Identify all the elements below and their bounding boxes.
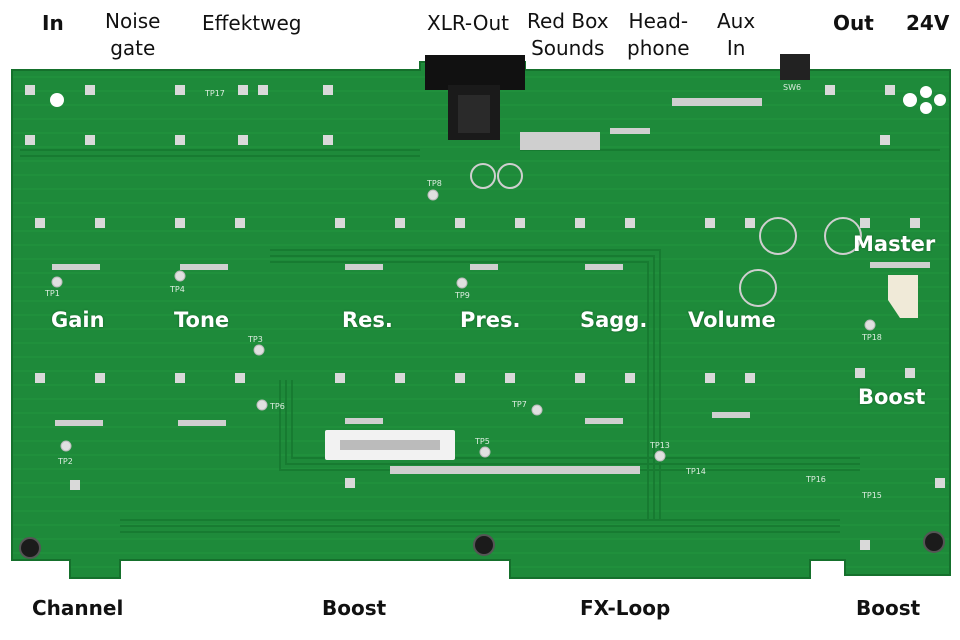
board-label-gain: Gain [51, 308, 105, 332]
silk-tp9: TP9 [454, 291, 470, 300]
label-headphone-line1: Head- [628, 9, 689, 33]
label-xlr-out: XLR-Out [427, 11, 509, 35]
silk-tp1: TP1 [44, 289, 60, 298]
silk-sw6: SW6 [783, 83, 801, 92]
silk-tp16: TP16 [805, 475, 826, 484]
label-24v: 24V [906, 11, 950, 35]
label-out: Out [833, 11, 874, 35]
silk-tp2: TP2 [57, 457, 73, 466]
label-noise-gate: Noise gate [105, 8, 160, 62]
label-channel: Channel [32, 596, 124, 620]
label-in: In [42, 11, 64, 35]
silk-tp18: TP18 [861, 333, 882, 342]
test-points [51, 189, 876, 462]
screws [19, 531, 945, 559]
mounting-holes [50, 86, 946, 114]
label-red-box-line1: Red Box [527, 9, 609, 33]
board-label-tone: Tone [174, 308, 230, 332]
label-noise-gate-line1: Noise [105, 9, 161, 33]
silk-tp17: TP17 [204, 89, 225, 98]
label-noise-gate-line2: gate [110, 36, 156, 60]
board-label-pres: Pres. [460, 308, 521, 332]
label-boost-right: Boost [856, 596, 921, 620]
label-aux-in: Aux In [717, 8, 755, 62]
label-headphone-line2: phone [627, 36, 690, 60]
board-label-res: Res. [342, 308, 393, 332]
silk-tp3: TP3 [247, 335, 263, 344]
solder-pads [25, 85, 945, 550]
board-label-sagg: Sagg. [580, 308, 648, 332]
silk-tp7: TP7 [511, 400, 527, 409]
label-boost-left: Boost [322, 596, 387, 620]
label-aux-in-line2: In [726, 36, 746, 60]
label-fx-loop: FX-Loop [580, 596, 671, 620]
silk-tp4: TP4 [169, 285, 185, 294]
board-label-volume: Volume [688, 308, 776, 332]
label-red-box-line2: Sounds [531, 36, 605, 60]
pin-headers [52, 98, 930, 474]
board-label-boost: Boost [858, 385, 926, 409]
label-red-box: Red Box Sounds [527, 8, 609, 62]
switch-sw6 [780, 54, 810, 80]
silk-tp13: TP13 [649, 441, 670, 450]
silk-tp8: TP8 [426, 179, 442, 188]
silk-tp14: TP14 [685, 467, 706, 476]
label-headphone: Head- phone [627, 8, 690, 62]
label-effektweg: Effektweg [202, 11, 302, 35]
capacitor-circles [470, 163, 862, 307]
label-aux-in-line1: Aux [717, 9, 756, 33]
silk-tp15: TP15 [861, 491, 882, 500]
silk-tp5: TP5 [474, 437, 490, 446]
board-label-master: Master [853, 232, 936, 256]
xlr-connector [425, 55, 525, 90]
white-connector [888, 275, 918, 318]
silk-tp6: TP6 [269, 402, 285, 411]
